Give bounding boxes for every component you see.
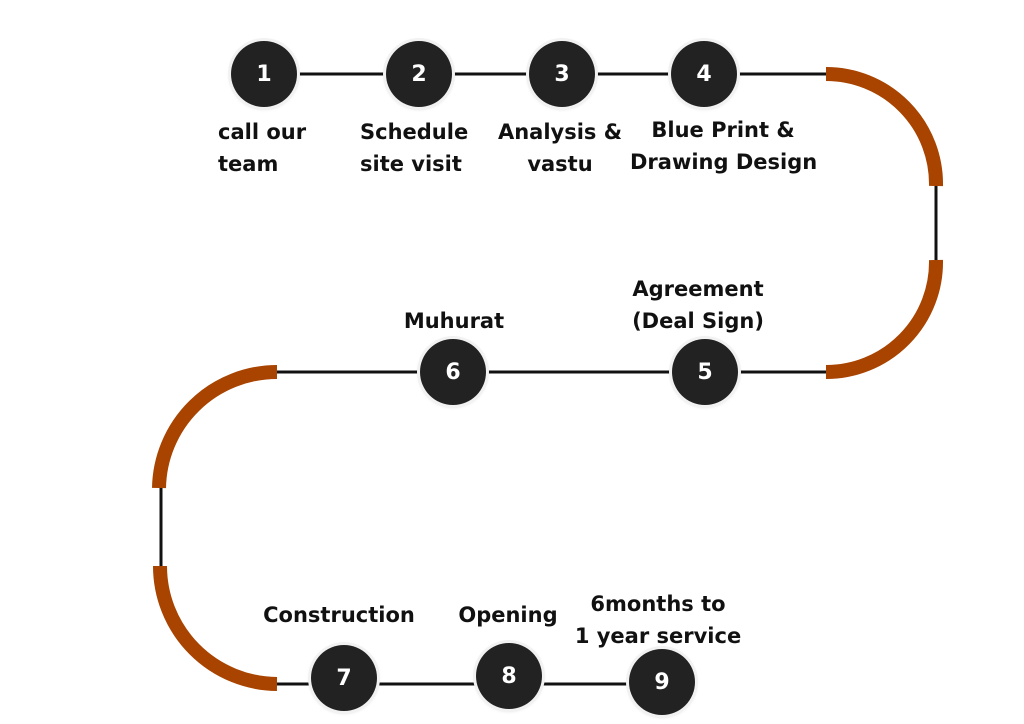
step-node-2: 2 <box>386 41 452 107</box>
step-number: 5 <box>697 359 713 385</box>
curve-bottom-left <box>153 565 278 691</box>
label-line: (Deal Sign) <box>632 309 764 333</box>
step-label-7: Construction <box>256 599 422 631</box>
step-node-3: 3 <box>529 41 595 107</box>
label-line: Drawing Design <box>630 150 818 174</box>
step-node-1: 1 <box>231 41 297 107</box>
step-number: 3 <box>554 61 570 87</box>
label-line: Construction <box>263 603 415 627</box>
curve-top-right <box>825 67 944 187</box>
label-line: 6months to <box>590 592 726 616</box>
label-line: 1 year service <box>574 624 742 648</box>
step-label-9: 6months to 1 year service <box>572 588 744 652</box>
label-line: Blue Print & <box>651 118 795 142</box>
step-node-7: 7 <box>311 645 377 711</box>
step-label-1: call our team <box>218 116 306 180</box>
label-line: team <box>218 152 279 176</box>
step-number: 4 <box>696 61 712 87</box>
label-line: Analysis & <box>497 120 623 144</box>
step-label-8: Opening <box>452 599 564 631</box>
label-line: call our <box>218 120 307 144</box>
step-node-9: 9 <box>629 649 695 715</box>
label-line: Muhurat <box>403 309 505 333</box>
step-node-6: 6 <box>420 339 486 405</box>
curve-top-left <box>152 365 278 489</box>
step-number: 7 <box>336 665 352 691</box>
step-number: 8 <box>501 663 517 689</box>
curve-bottom-right <box>825 259 944 379</box>
label-line: Agreement <box>632 277 764 301</box>
step-number: 2 <box>411 61 427 87</box>
step-label-3: Analysis & vastu <box>496 116 624 180</box>
step-node-8: 8 <box>476 643 542 709</box>
label-line: vastu <box>527 152 593 176</box>
step-node-4: 4 <box>671 41 737 107</box>
step-node-5: 5 <box>672 339 738 405</box>
step-number: 1 <box>256 61 272 87</box>
step-label-5: Agreement (Deal Sign) <box>628 273 768 337</box>
label-line: Opening <box>458 603 558 627</box>
step-number: 9 <box>654 669 670 695</box>
step-label-6: Muhurat <box>393 305 515 337</box>
label-line: site visit <box>360 152 462 176</box>
step-label-4: Blue Print & Drawing Design <box>630 114 818 178</box>
label-line: Schedule <box>360 120 469 144</box>
step-label-2: Schedule site visit <box>360 116 468 180</box>
step-number: 6 <box>445 359 461 385</box>
